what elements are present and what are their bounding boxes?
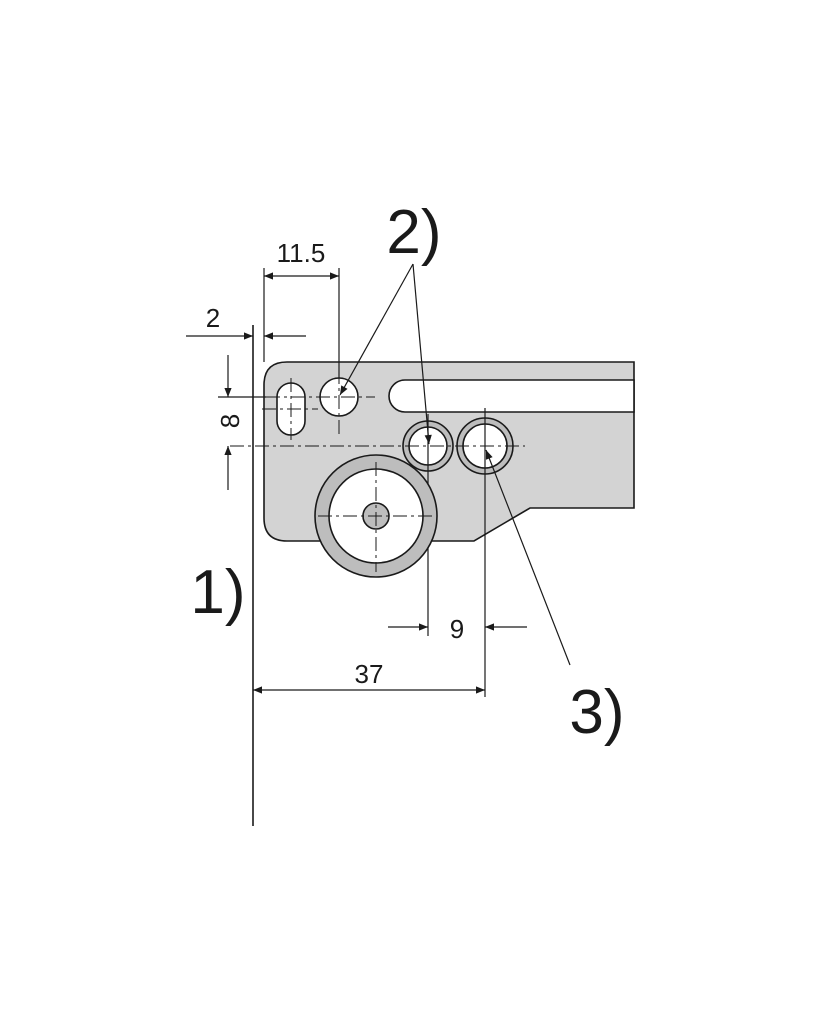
long-slot	[388, 379, 635, 413]
callout-one: 1)	[190, 558, 245, 627]
dim-total-width: 37	[355, 659, 384, 689]
callout-two: 2)	[386, 198, 441, 267]
dim-vertical-spacing: 8	[215, 414, 245, 428]
dim-hole-spacing-x: 11.5	[277, 238, 326, 268]
callout-three: 3)	[569, 678, 624, 747]
dim-top-offset: 2	[206, 303, 220, 333]
dim-hole-offset: 9	[450, 614, 464, 644]
